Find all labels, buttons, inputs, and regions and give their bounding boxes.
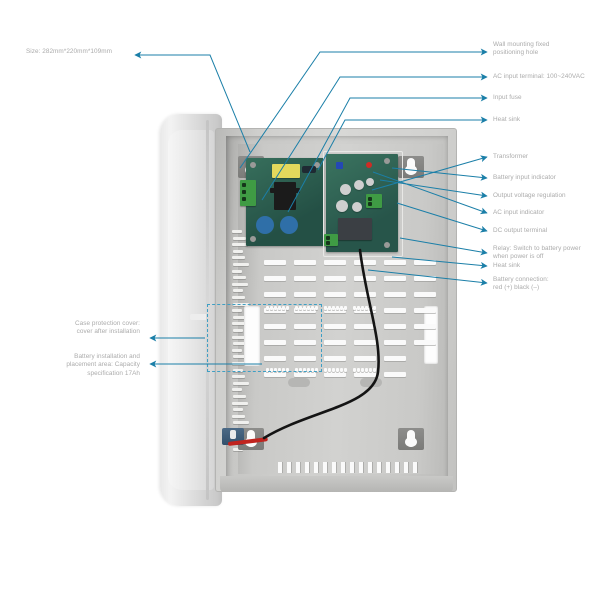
battery-placement-area [207, 304, 322, 372]
label-battery-connection: Battery connection: red (+) black (–) [493, 276, 549, 292]
backplate-dimple-right [360, 378, 382, 387]
label-dc-output-terminal: DC output terminal [493, 227, 548, 234]
label-output-voltage-regulation: Output voltage regulation [493, 192, 566, 199]
product-photo [160, 110, 460, 510]
label-size: Size: 282mm*220mm*109mm [25, 48, 112, 55]
battery-wire-black [262, 248, 380, 440]
label-wall-mounting-hole: Wall mounting fixed positioning hole [493, 41, 550, 57]
label-heat-sink-top: Heat sink [493, 116, 521, 123]
battery-output-terminal [324, 234, 338, 246]
label-case-protection-cover: Case protection cover: cover after insta… [74, 320, 140, 336]
label-ac-input-terminal: AC input terminal: 100~240VAC [493, 73, 585, 80]
backplate-cutout-right [424, 306, 438, 364]
label-input-fuse: Input fuse [493, 94, 522, 101]
ac-input-terminal-block [240, 180, 256, 206]
label-heat-sink-bottom: Heat sink [493, 262, 521, 269]
enclosure-bottom-lip [220, 476, 453, 492]
label-battery-area: Battery installation and placement area:… [66, 353, 140, 377]
backplate-dimple-left [288, 378, 310, 387]
label-relay: Relay: Switch to battery power when powe… [493, 245, 581, 261]
pcb-screw-pad-b2 [384, 242, 390, 248]
backplate-cutout-left [244, 306, 260, 366]
cover-notch [190, 314, 208, 320]
label-ac-input-indicator: AC input indicator [493, 209, 545, 216]
label-battery-input-indicator: Battery input indicator [493, 174, 556, 181]
bottom-edge-vent-comb [278, 462, 428, 476]
relay-module [338, 218, 372, 240]
pcb-screw-pad-a3 [250, 236, 256, 242]
label-transformer: Transformer [493, 153, 529, 160]
electrolytic-capacitor-a [256, 216, 274, 234]
electrolytic-capacitor-b [280, 216, 298, 234]
mounting-keyhole-bottom-right [398, 428, 424, 450]
